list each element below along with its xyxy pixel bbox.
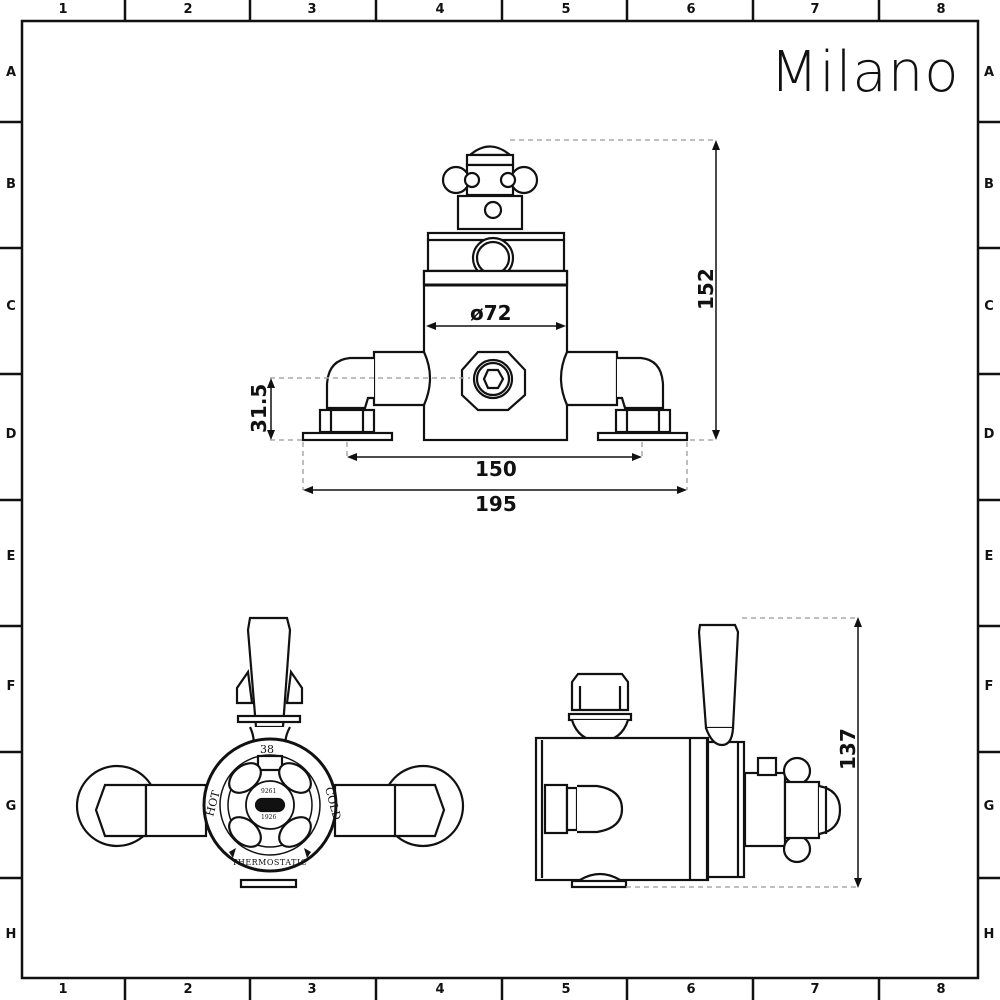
dim-depth-label: 137 — [836, 728, 860, 770]
side-view — [534, 623, 842, 889]
dial-centre-bottom-label: 1926 — [261, 814, 277, 821]
row-label: C — [6, 299, 16, 314]
column-label: 6 — [686, 982, 696, 997]
dial-ring-label: THERMOSTATIC — [232, 858, 308, 867]
row-label: E — [984, 549, 994, 564]
column-label: 6 — [686, 2, 696, 17]
column-label: 5 — [561, 982, 571, 997]
row-label: F — [984, 679, 994, 694]
row-label: A — [5, 65, 17, 80]
column-label: 8 — [936, 982, 946, 997]
column-label: 1 — [58, 2, 68, 17]
row-label: B — [984, 177, 994, 192]
row-label: E — [6, 549, 16, 564]
dial-temp-label: 38 — [260, 743, 274, 756]
column-label: 8 — [936, 2, 946, 17]
column-label: 1 — [58, 982, 68, 997]
row-label: D — [983, 427, 995, 442]
side-dimensions — [626, 617, 862, 888]
front-view — [301, 145, 689, 442]
row-label: D — [5, 427, 17, 442]
column-label: 7 — [810, 982, 820, 997]
brand-logo: Milano — [770, 40, 960, 105]
column-label: 2 — [183, 982, 193, 997]
dim-diameter-label: ø72 — [470, 301, 512, 325]
row-label: A — [983, 65, 995, 80]
row-label: G — [5, 799, 17, 814]
row-label: F — [6, 679, 16, 694]
column-label: 3 — [307, 2, 317, 17]
dim-centres-label: 150 — [475, 457, 517, 481]
dim-inlet-height-label: 31.5 — [247, 383, 271, 433]
front-dimensions — [267, 139, 720, 494]
column-label: 4 — [435, 982, 445, 997]
dim-overall-width-label: 195 — [475, 492, 517, 516]
column-label: 7 — [810, 2, 820, 17]
face-view — [75, 616, 465, 889]
row-label: H — [5, 927, 17, 942]
row-label: G — [983, 799, 995, 814]
row-label: H — [983, 927, 995, 942]
row-label: C — [984, 299, 994, 314]
dim-height-label: 152 — [694, 268, 718, 310]
dial-centre-top-label: 9261 — [261, 788, 277, 795]
row-label: B — [6, 177, 16, 192]
column-label: 5 — [561, 2, 571, 17]
column-label: 2 — [183, 2, 193, 17]
column-label: 3 — [307, 982, 317, 997]
column-label: 4 — [435, 2, 445, 17]
